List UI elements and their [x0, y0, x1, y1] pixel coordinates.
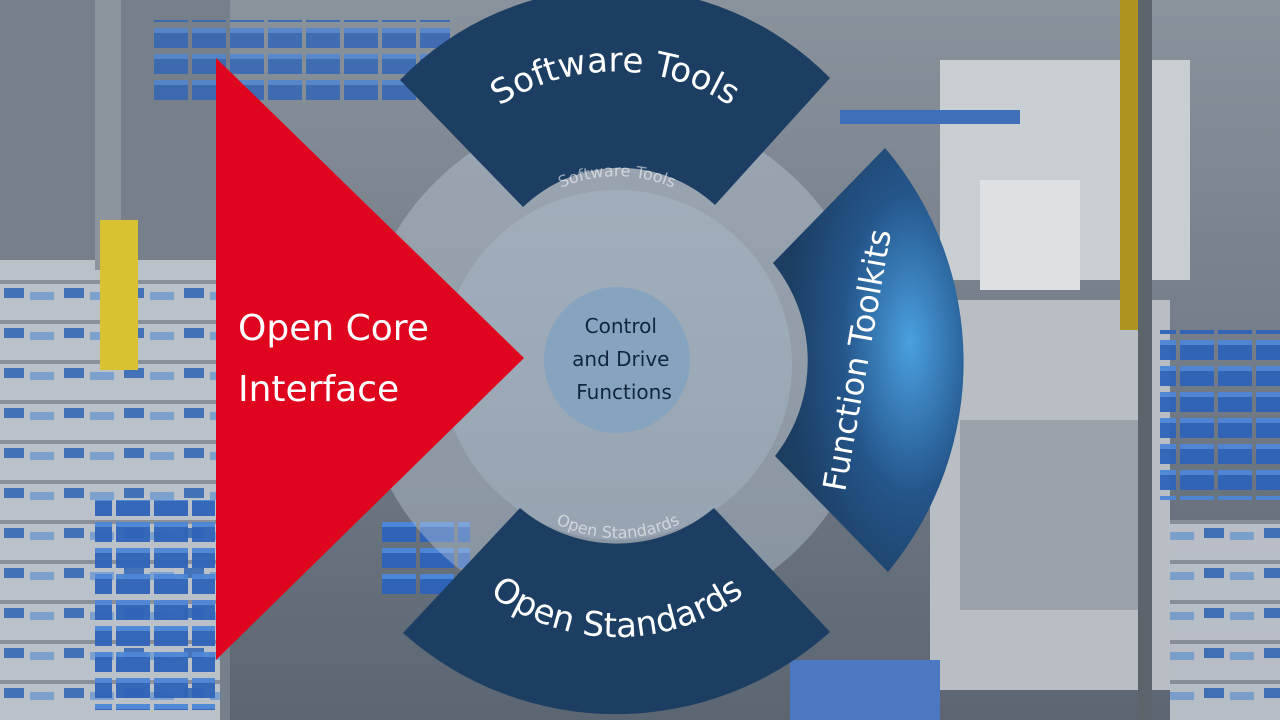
segment-function-toolkits	[773, 148, 964, 572]
center-label: Control and Drive Functions	[572, 314, 676, 404]
triangle-label-line-1: Open Core	[238, 308, 429, 349]
center-label-line-2: and Drive	[572, 347, 669, 371]
center-circle	[544, 287, 690, 433]
segment-software-tools	[400, 0, 830, 207]
open-core-interface-triangle	[216, 58, 524, 660]
segment-open-standards	[403, 508, 830, 715]
triangle-label-line-2: Interface	[238, 369, 399, 410]
center-label-line-3: Functions	[576, 380, 672, 404]
open-core-interface-label: Open Core Interface	[238, 308, 440, 410]
center-label-line-1: Control	[585, 314, 657, 338]
